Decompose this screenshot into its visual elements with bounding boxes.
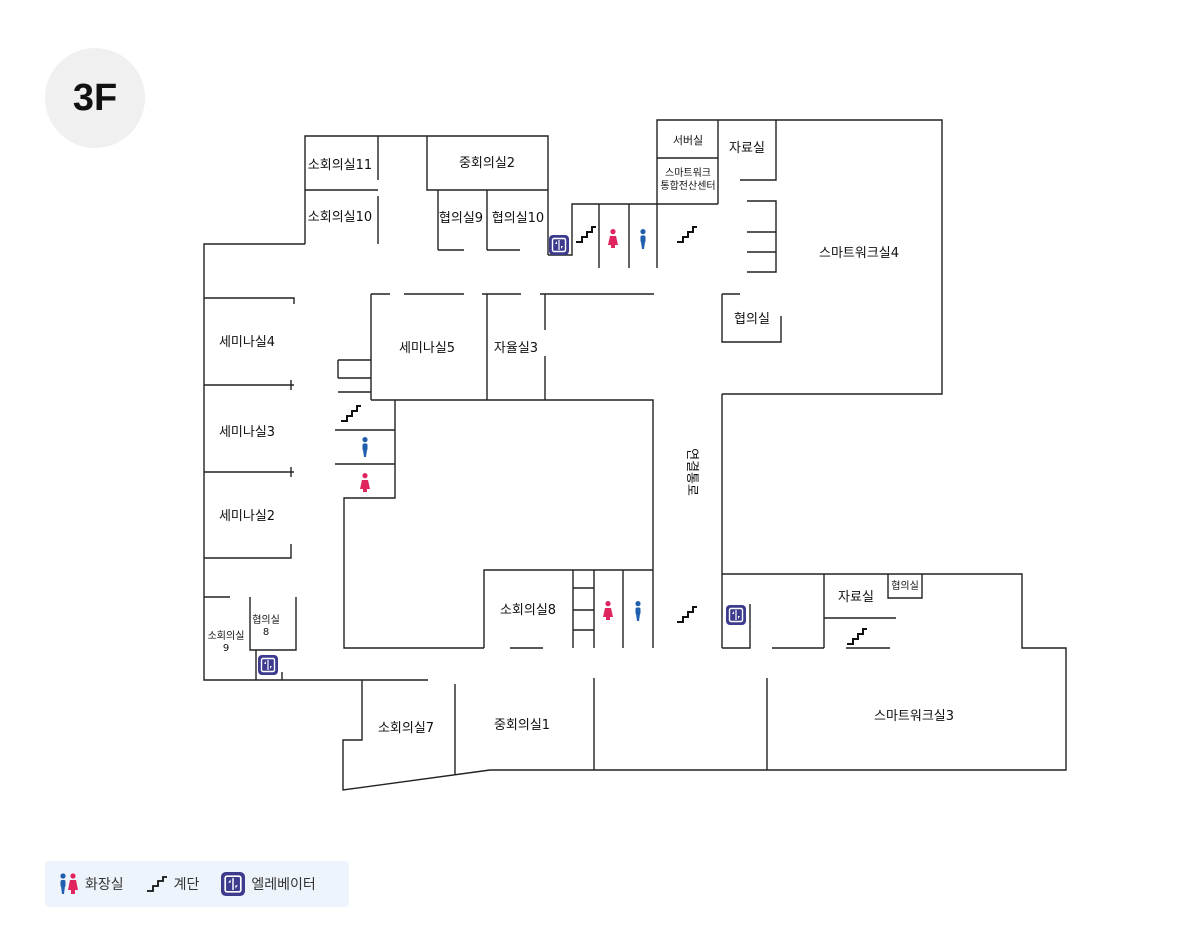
room-label-archive-bottom: 자료실	[838, 590, 874, 605]
elevator-icon	[725, 604, 747, 626]
stairs-icon	[575, 226, 597, 243]
room-label-mid-meeting-2: 중회의실2	[459, 156, 515, 171]
male-restroom-icon	[640, 229, 646, 249]
room-label-server: 서버실	[673, 134, 703, 147]
female-restroom-icon	[360, 473, 370, 492]
room-label-seminar-5: 세미나실5	[399, 341, 455, 356]
legend-item-elevator: 엘레베이터	[221, 872, 316, 896]
room-label-smartwork-3: 스마트워크실3	[874, 709, 954, 724]
elevator-icon	[548, 234, 570, 256]
room-label-mid-meeting-1: 중회의실1	[494, 718, 550, 733]
elevator-icon	[221, 872, 246, 896]
room-label-consult-9: 협의실9	[439, 211, 483, 226]
room-label-small-meeting-9-line1: 소회의실	[208, 630, 245, 642]
stairs-icon	[676, 226, 698, 243]
room-label-seminar-3: 세미나실3	[219, 425, 275, 440]
legend-restroom-label: 화장실	[85, 877, 124, 893]
room-label-consult-8-line2: 8	[263, 627, 269, 638]
legend-elevator-label: 엘레베이터	[251, 877, 316, 893]
restroom-icon	[60, 873, 78, 894]
room-label-consult-right: 협의실	[734, 312, 770, 327]
legend: 화장실 계단 엘레베이터	[45, 861, 349, 907]
room-label-small-meeting-11: 소회의실11	[308, 158, 372, 173]
male-restroom-icon	[362, 437, 368, 457]
female-restroom-icon	[608, 229, 618, 248]
room-label-small-meeting-7: 소회의실7	[378, 721, 434, 736]
room-label-smartwork-center-line2: 통합전산센터	[660, 180, 715, 192]
room-label-small-meeting-8: 소회의실8	[500, 603, 556, 618]
floor-label: 3F	[72, 76, 118, 119]
stairs-icon	[846, 628, 868, 645]
room-label-seminar-4: 세미나실4	[219, 335, 275, 350]
legend-stairs-label: 계단	[173, 877, 200, 893]
legend-item-stairs: 계단	[146, 874, 200, 894]
male-restroom-icon	[635, 601, 641, 621]
room-label-seminar-2: 세미나실2	[219, 509, 275, 524]
room-label-study-3: 자율실3	[494, 341, 538, 356]
stairs-icon	[146, 876, 167, 892]
room-label-consult-bottom: 협의실	[891, 579, 919, 592]
stairs-icon	[676, 606, 698, 623]
room-label-consult-8-line1: 협의실	[252, 613, 280, 626]
room-label-small-meeting-10: 소회의실10	[308, 210, 372, 225]
legend-item-restroom: 화장실	[59, 873, 124, 895]
room-label-small-meeting-9-line2: 9	[223, 643, 229, 654]
elevator-icon	[257, 654, 279, 676]
room-label-corridor: 연결통로	[684, 448, 699, 496]
building-walls	[203, 119, 1067, 791]
female-restroom-icon	[603, 601, 613, 620]
stairs-icon	[340, 405, 362, 422]
room-label-smartwork-center-line1: 스마트워크	[665, 166, 711, 179]
room-label-smartwork-4: 스마트워크실4	[819, 246, 899, 261]
room-label-consult-10: 협의실10	[492, 211, 544, 226]
room-label-archive-top: 자료실	[729, 141, 765, 156]
floor-badge: 3F	[45, 48, 145, 148]
